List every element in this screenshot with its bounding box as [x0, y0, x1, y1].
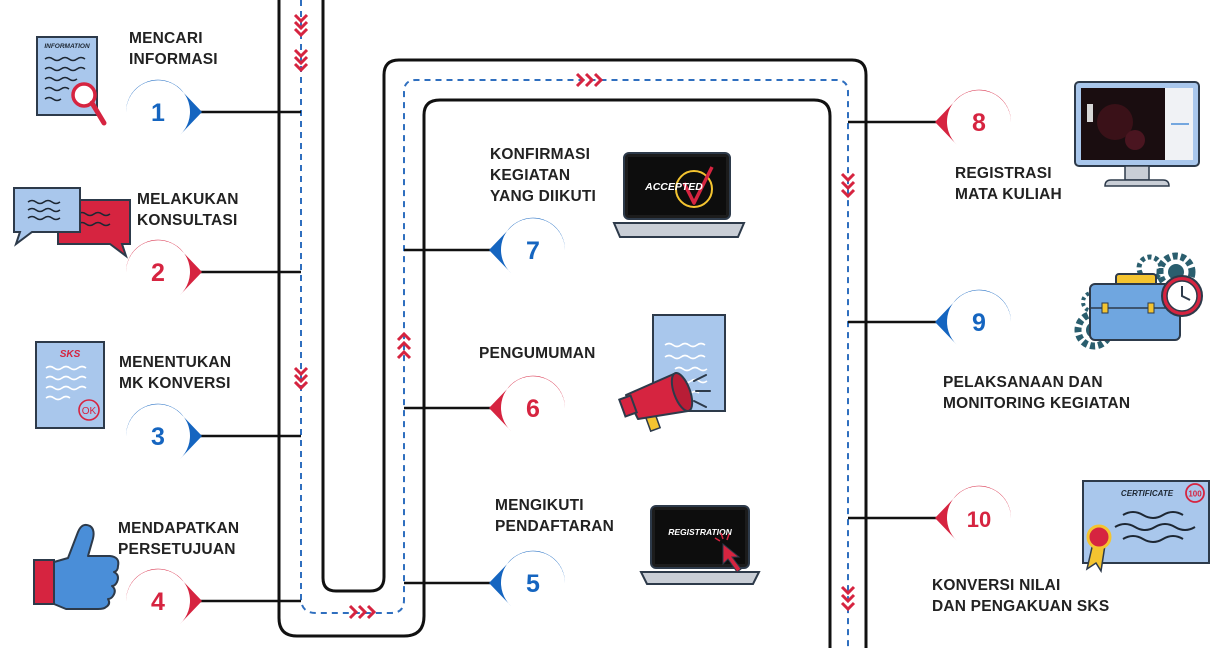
step-2-label: MELAKUKAN KONSULTASI: [137, 191, 239, 229]
information-document-text: INFORMATION: [44, 43, 90, 50]
information-document-icon: INFORMATION: [36, 36, 107, 126]
step-7-label: KONFIRMASI KEGIATAN YANG DIIKUTI: [490, 146, 597, 205]
step-8-marker: 8: [935, 89, 1012, 145]
certificate-title-text: CERTIFICATE: [1121, 489, 1174, 498]
step-8-label: REGISTRASI MATA KULIAH: [955, 165, 1062, 203]
step-7-marker: 7: [489, 217, 566, 273]
monitor-icon: [1074, 81, 1200, 187]
accepted-laptop-icon: ACCEPTED: [612, 152, 746, 238]
connector-lines: [200, 110, 939, 603]
step-3-label: MENENTUKAN MK KONVERSI: [119, 354, 232, 392]
accepted-screen-text: ACCEPTED: [644, 181, 703, 193]
step-2-marker: 2: [125, 239, 202, 295]
step-1-marker: 1: [125, 79, 202, 135]
step-5-label: MENGIKUTI PENDAFTARAN: [495, 497, 615, 535]
flow-track: [277, 0, 868, 648]
step-9-label: PELAKSANAAN DAN MONITORING KEGIATAN: [943, 374, 1131, 412]
step-9-marker: 9: [935, 289, 1012, 345]
step-1-number: 1: [151, 99, 165, 127]
registration-laptop-icon: REGISTRATION: [639, 505, 761, 585]
step-6-marker: 6: [489, 375, 566, 431]
briefcase-gears-clock-icon: [1074, 252, 1203, 350]
step-6-label: PENGUMUMAN: [479, 345, 596, 362]
registration-screen-text: REGISTRATION: [668, 527, 732, 537]
step-5-number: 5: [526, 570, 540, 598]
step-4-number: 4: [151, 588, 165, 616]
step-1-label: MENCARI INFORMASI: [129, 30, 218, 68]
sks-ok-stamp: OK: [82, 406, 97, 417]
step-3-marker: 3: [125, 403, 202, 459]
megaphone-announcement-icon: [618, 314, 726, 433]
thumbs-up-icon: [33, 523, 120, 610]
step-6-number: 6: [526, 395, 540, 423]
step-10-number: 10: [967, 507, 991, 532]
step-2-number: 2: [151, 259, 165, 287]
step-3-number: 3: [151, 423, 165, 451]
certificate-icon: CERTIFICATE 100: [1082, 480, 1210, 574]
sks-document-text: SKS: [60, 349, 81, 360]
step-4-marker: 4: [125, 568, 202, 624]
step-10-label: KONVERSI NILAI DAN PENGAKUAN SKS: [932, 577, 1110, 615]
step-9-number: 9: [972, 309, 986, 337]
chat-bubbles-icon: [13, 187, 131, 259]
sks-document-icon: SKS OK: [35, 341, 105, 429]
step-10-marker: 10: [935, 485, 1012, 541]
step-4-label: MENDAPATKAN PERSETUJUAN: [118, 520, 240, 558]
certificate-score-badge: 100: [1188, 490, 1202, 499]
step-8-number: 8: [972, 109, 986, 137]
step-7-number: 7: [526, 237, 540, 265]
step-5-marker: 5: [489, 550, 566, 606]
